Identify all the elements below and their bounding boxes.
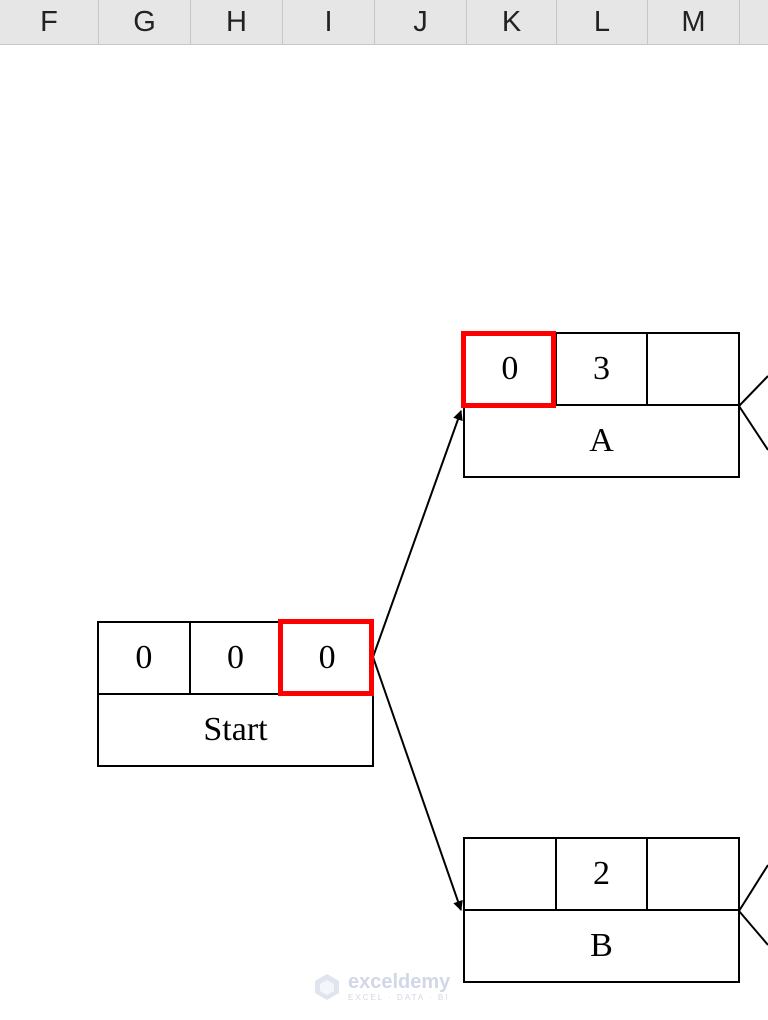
node-b-cell-1 <box>465 839 557 909</box>
node-start-cell-3: 0 <box>318 639 336 676</box>
node-a-cell-1: 0 <box>465 334 557 404</box>
arrow-b-out-upper <box>738 864 768 912</box>
node-a-cell-3 <box>648 334 738 404</box>
node-a[interactable]: 0 3 A <box>463 332 740 478</box>
column-header-h[interactable]: H <box>191 0 283 44</box>
column-header-i[interactable]: I <box>283 0 375 44</box>
node-start-cell-2: 0 <box>191 623 283 693</box>
node-b-cell-2: 2 <box>557 839 649 909</box>
exceldemy-logo-icon <box>315 974 339 1000</box>
node-start-label: Start <box>203 711 268 748</box>
node-start-values: 0 0 0 <box>99 623 372 695</box>
watermark-brand: exceldemy <box>348 971 451 993</box>
column-header-g[interactable]: G <box>99 0 191 44</box>
column-header-l[interactable]: L <box>557 0 648 44</box>
watermark: exceldemy EXCEL · DATA · BI <box>312 972 450 1002</box>
node-b-values: 2 <box>465 839 738 911</box>
column-header-bar: F G H I J K L M <box>0 0 768 45</box>
node-start[interactable]: 0 0 0 Start <box>97 621 374 767</box>
network-diagram-connectors <box>372 375 768 946</box>
arrow-b-out-lower <box>738 910 768 946</box>
arrow-start-to-a <box>372 410 463 658</box>
node-a-label: A <box>589 422 614 459</box>
node-start-cell-1: 0 <box>99 623 191 693</box>
node-b-cell-3 <box>648 839 738 909</box>
arrow-a-out-lower <box>738 405 768 451</box>
node-b[interactable]: 2 B <box>463 837 740 983</box>
node-b-label: B <box>590 927 613 964</box>
watermark-subtitle: EXCEL · DATA · BI <box>348 993 450 1002</box>
column-header-k[interactable]: K <box>467 0 557 44</box>
column-header-next[interactable] <box>740 0 768 44</box>
column-header-f[interactable]: F <box>0 0 99 44</box>
arrow-a-out-upper <box>738 375 768 407</box>
column-header-j[interactable]: J <box>375 0 467 44</box>
node-a-values: 0 3 <box>465 334 738 406</box>
column-header-m[interactable]: M <box>648 0 740 44</box>
worksheet-canvas: 0 0 0 Start 0 3 A 2 B exceldemy EXCEL · … <box>0 45 768 1020</box>
arrow-start-to-b <box>372 656 463 911</box>
node-a-cell-2: 3 <box>557 334 649 404</box>
